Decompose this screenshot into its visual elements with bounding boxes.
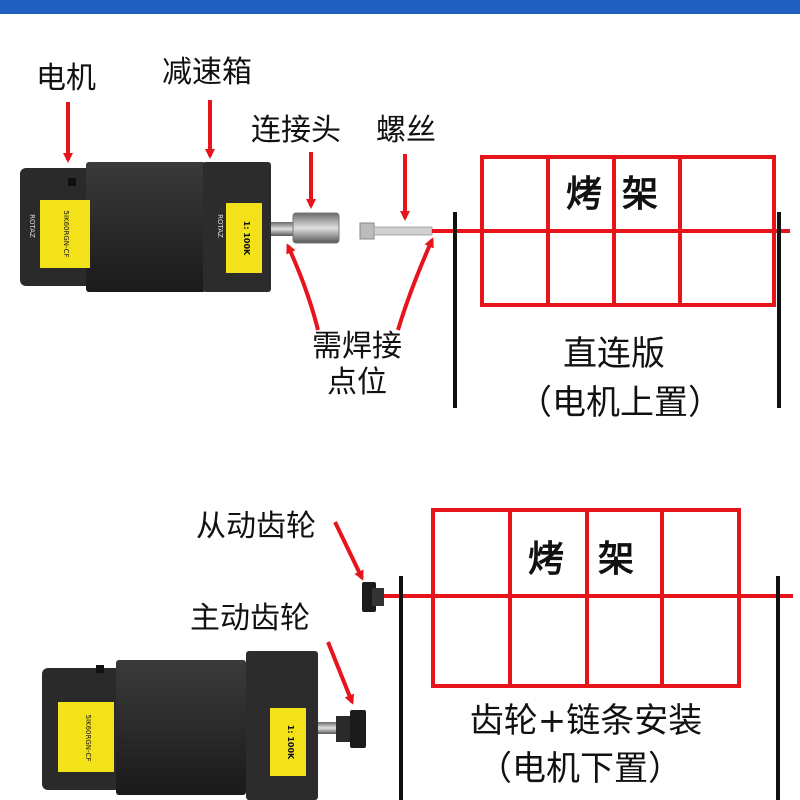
- version-bottom-title: 齿轮+链条安装: [469, 701, 703, 741]
- arrow-driven-gear: [333, 521, 364, 581]
- label-motor: 电机: [36, 61, 96, 96]
- motor-model-text: 5IK60RGN-CF: [62, 211, 70, 258]
- motor-plate-text-top: 5IK60RGN-CF 1: 100K ROTAZ ROTAZ: [28, 211, 251, 258]
- label-screw: 螺丝: [376, 113, 436, 148]
- label-driven-gear: 从动齿轮: [196, 509, 316, 544]
- gearhead-nameplate-top: [226, 203, 262, 273]
- gearhead-brand-text: ROTAZ: [216, 214, 224, 238]
- arrow-weld-right: [396, 237, 434, 331]
- rack-bottom-char1: 烤: [528, 539, 565, 580]
- label-gearbox: 减速箱: [162, 55, 252, 90]
- label-weld-line2: 点位: [327, 365, 387, 400]
- gearhead-nameplate-bottom: [270, 708, 306, 776]
- rack-bottom-char2: 架: [598, 539, 635, 580]
- arrow-drive-gear: [326, 641, 355, 705]
- coupling-connector: [292, 212, 340, 244]
- arrow-weld-left: [286, 243, 320, 331]
- version-top-title: 直连版: [563, 334, 665, 374]
- screw: [359, 222, 433, 240]
- rack-top: [432, 155, 790, 307]
- top-accent-bar: [0, 0, 800, 14]
- motor-plate-text-bottom: 5IK60RGN-CF 1: 100K: [84, 715, 295, 762]
- motor-nameplate-bottom: [58, 702, 114, 772]
- motor-top: [20, 162, 271, 292]
- rack-top-char1: 烤: [566, 174, 603, 215]
- version-bottom-subtitle: （电机下置）: [478, 749, 682, 789]
- gearhead-ratio-text-bottom: 1: 100K: [286, 725, 295, 760]
- motor-brand-text: ROTAZ: [28, 214, 36, 238]
- rack-top-char2: 架: [622, 174, 659, 215]
- rack-bottom: [378, 508, 793, 688]
- motor-nameplate-top: [40, 200, 90, 268]
- motor-model-text-bottom: 5IK60RGN-CF: [84, 715, 92, 762]
- driven-gear: [362, 582, 384, 612]
- motor-bottom: [42, 651, 318, 800]
- label-weld-line1: 需焊接: [312, 329, 402, 364]
- label-connector: 连接头: [251, 113, 341, 148]
- version-top-subtitle: （电机上置）: [518, 383, 722, 423]
- label-drive-gear: 主动齿轮: [190, 601, 310, 636]
- drive-gear: [318, 710, 366, 748]
- gearhead-ratio-text: 1: 100K: [242, 221, 251, 256]
